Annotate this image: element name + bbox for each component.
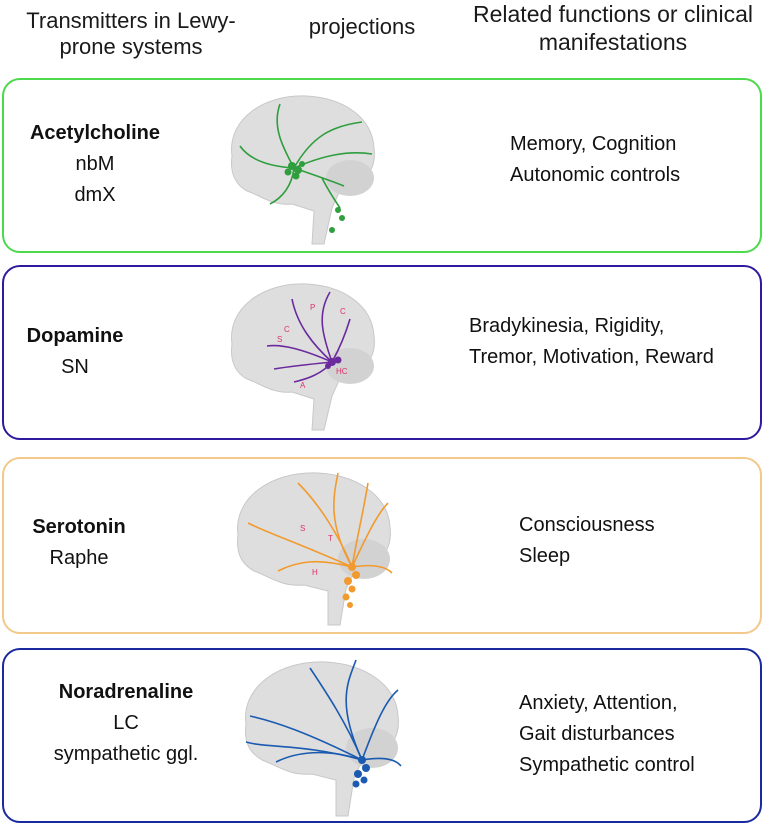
cerebellum <box>326 348 374 384</box>
region-label: A <box>300 381 306 390</box>
transmitter-serotonin: Serotonin Raphe <box>24 512 134 574</box>
header-functions: Related functions or clinical manifestat… <box>473 1 753 55</box>
transmitter-name: Noradrenaline <box>58 681 194 703</box>
function-item: Bradykinesia, Rigidity, <box>469 315 665 337</box>
noradrenergic-projections <box>245 659 402 767</box>
header-transmitters: Transmitters in Lewy-prone systems <box>26 8 236 59</box>
functions-serotonin: Consciousness Sleep <box>519 510 655 572</box>
transmitter-name: Serotonin <box>32 516 126 538</box>
functions-dopamine: Bradykinesia, Rigidity, Tremor, Motivati… <box>469 311 714 373</box>
locus-coeruleus-nuclei <box>352 756 370 788</box>
brain-dopamine-illustration: C S P C A HC <box>231 283 375 431</box>
transmitter-acetylcholine: Acetylcholine nbM dmX <box>20 118 170 211</box>
function-item: Sympathetic control <box>519 754 695 776</box>
cerebellum <box>326 160 374 196</box>
brain-noradrenaline-illustration <box>245 659 402 817</box>
function-item: Autonomic controls <box>510 164 681 186</box>
raphe-nuclei <box>342 563 360 608</box>
function-item: Memory, Cognition <box>510 133 677 155</box>
transmitter-site: SN <box>61 356 89 378</box>
transmitter-site: dmX <box>74 184 116 206</box>
transmitter-noradrenaline: Noradrenaline LC sympathetic ggl. <box>26 677 226 770</box>
region-label: T <box>328 534 333 543</box>
header-projections: projections <box>308 14 416 39</box>
substantia-nigra-nuclei <box>325 356 342 369</box>
region-label: HC <box>336 367 348 376</box>
function-item: Gait disturbances <box>519 723 675 745</box>
cholinergic-nuclei <box>284 161 345 233</box>
region-label: S <box>277 335 282 344</box>
function-item: Sleep <box>519 545 571 567</box>
function-item: Tremor, Motivation, Reward <box>469 346 714 368</box>
panel-dopamine <box>2 265 762 440</box>
functions-noradrenaline: Anxiety, Attention, Gait disturbances Sy… <box>519 688 695 781</box>
transmitter-name: Dopamine <box>26 325 124 347</box>
transmitter-dopamine: Dopamine SN <box>20 321 130 383</box>
serotonergic-projections <box>247 472 393 574</box>
transmitter-site: LC <box>113 712 139 734</box>
region-label: P <box>310 303 315 312</box>
transmitter-site: Raphe <box>49 547 109 569</box>
function-item: Consciousness <box>519 514 655 536</box>
transmitter-site: nbM <box>75 153 115 175</box>
region-label: S <box>300 524 305 533</box>
cerebellum <box>338 539 390 579</box>
region-label: H <box>312 568 318 577</box>
panel-acetylcholine <box>2 78 762 253</box>
region-label: C <box>340 307 346 316</box>
function-item: Anxiety, Attention, <box>519 692 678 714</box>
functions-acetylcholine: Memory, Cognition Autonomic controls <box>510 129 680 191</box>
transmitter-site: sympathetic ggl. <box>53 743 199 765</box>
region-label: C <box>284 325 290 334</box>
transmitter-name: Acetylcholine <box>29 122 161 144</box>
brain-serotonin-illustration: S T H <box>237 472 393 626</box>
brain-acetylcholine-illustration <box>231 95 375 245</box>
